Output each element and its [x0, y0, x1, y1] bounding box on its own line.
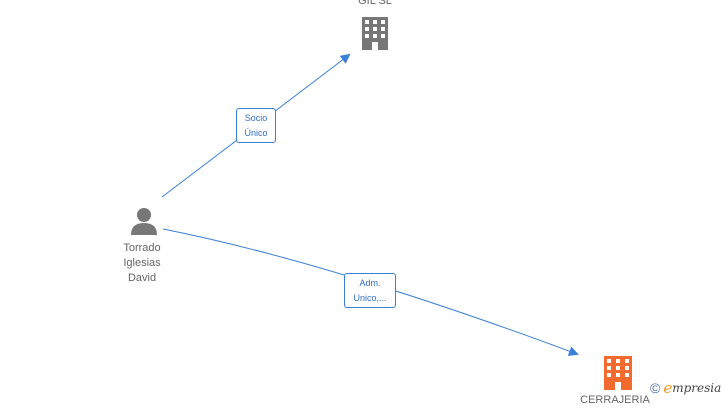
edge-label-line: Socio	[244, 113, 268, 123]
company-label-cerrajeria[interactable]: CERRAJERIA	[580, 394, 650, 406]
person-label[interactable]: Torrado Iglesias David	[102, 241, 182, 286]
copyright-symbol: ©	[650, 380, 661, 396]
building-icon[interactable]	[604, 356, 632, 390]
person-label-line: David	[127, 272, 157, 284]
building-icon[interactable]	[362, 17, 388, 50]
brand-name: mpresia	[672, 381, 722, 395]
person-label-line: Torrado	[123, 242, 161, 254]
edge-label-line: Único	[244, 128, 268, 138]
edge-label-socio-unico: Socio Único	[236, 108, 276, 143]
brand-e-letter: e	[663, 379, 673, 397]
person-icon[interactable]	[131, 208, 157, 235]
edge-label-line: Unico,...	[353, 293, 387, 303]
edge-label-line: Adm.	[359, 278, 381, 288]
company-label-gil[interactable]: GIL SL	[358, 0, 392, 7]
brand-logo[interactable]: © e mpresia	[650, 378, 721, 398]
person-label-line: Iglesias	[123, 257, 161, 269]
edge-label-adm-unico: Adm. Unico,...	[344, 273, 396, 308]
